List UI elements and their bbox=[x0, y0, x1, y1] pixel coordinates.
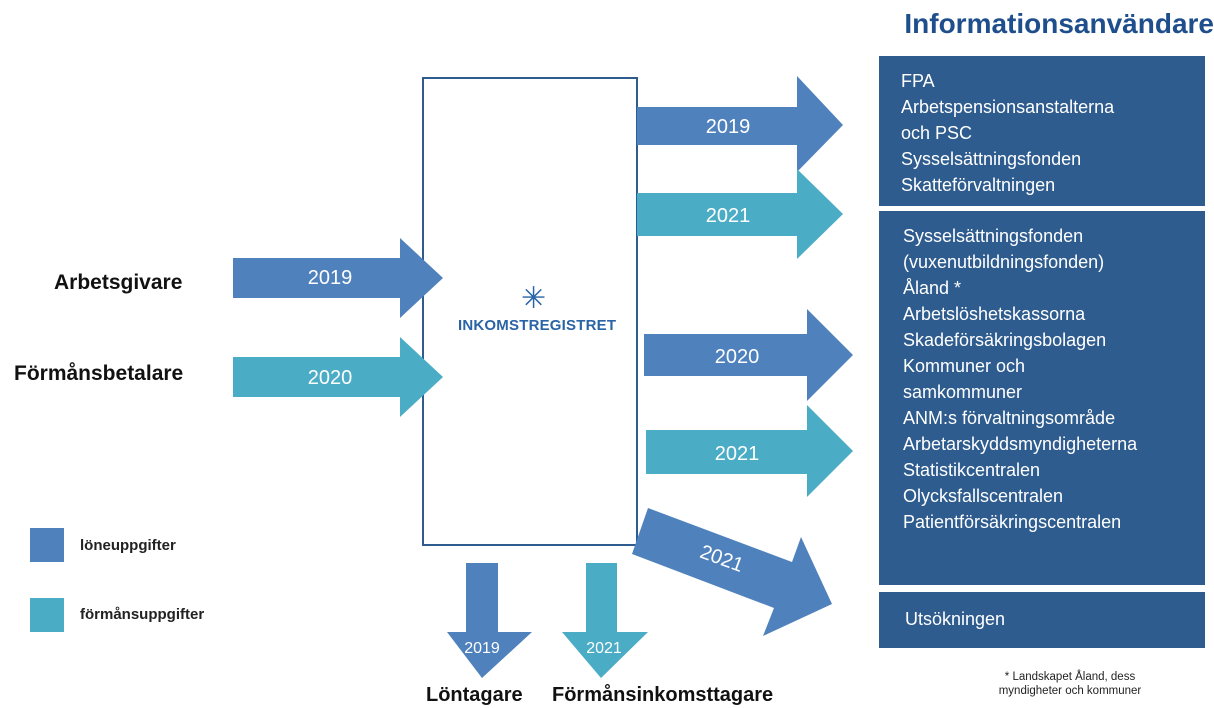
recipient-label: Förmånsinkomsttagare bbox=[552, 684, 774, 706]
down-arrow-salary: 2019 bbox=[447, 563, 532, 678]
recipient-item: Arbetslöshetskassorna bbox=[903, 304, 1086, 324]
asterisk-icon: ✳ bbox=[521, 282, 547, 315]
recipient-item: Statistikcentralen bbox=[903, 460, 1041, 480]
recipient-item: Utsökningen bbox=[905, 609, 1006, 629]
recipient-item: Kommuner och bbox=[903, 356, 1026, 376]
page-title: Informationsanvändare bbox=[904, 8, 1214, 39]
register-box bbox=[422, 77, 638, 546]
recipient-item: Skadeförsäkringsbolagen bbox=[903, 330, 1107, 350]
outgoing-arrow-salary: 2020 bbox=[644, 309, 853, 401]
recipient-item: ANM:s förvaltningsområde bbox=[903, 408, 1116, 428]
down-arrow-benefit: 2021 bbox=[562, 563, 648, 678]
register-logo-text: INKOMSTREGISTRET bbox=[458, 317, 617, 334]
recipient-item: Sysselsättningsfonden bbox=[901, 149, 1082, 169]
recipient-item: Sysselsättningsfonden bbox=[903, 226, 1084, 246]
down-year-label: 2021 bbox=[586, 640, 622, 657]
incoming-arrow-benefit: 2020 bbox=[233, 337, 443, 417]
outgoing-arrow-salary: 2019 bbox=[637, 76, 843, 172]
footnote: * Landskapet Åland, dess myndigheter och… bbox=[960, 670, 1180, 698]
recipient-item: Patientförsäkringscentralen bbox=[903, 512, 1122, 532]
outgoing-arrow-benefit: 2021 bbox=[646, 405, 853, 497]
recipient-item: samkommuner bbox=[903, 382, 1023, 402]
legend-swatch-salary bbox=[30, 528, 64, 562]
recipient-item: Skatteförvaltningen bbox=[901, 175, 1056, 195]
recipient-label: Löntagare bbox=[426, 684, 523, 706]
incoming-arrow-salary: 2019 bbox=[233, 238, 443, 318]
outgoing-year-label: 2020 bbox=[715, 346, 760, 368]
recipient-item: och PSC bbox=[901, 123, 973, 143]
legend-label: förmånsuppgifter bbox=[80, 606, 205, 623]
outgoing-year-label: 2021 bbox=[715, 443, 760, 465]
recipient-item: Arbetspensionsanstalterna bbox=[901, 97, 1115, 117]
outgoing-arrow-benefit: 2021 bbox=[637, 169, 843, 259]
outgoing-year-label: 2019 bbox=[706, 116, 751, 138]
down-year-label: 2019 bbox=[464, 640, 500, 657]
recipient-panel: Utsökningen bbox=[879, 592, 1205, 648]
outgoing-arrow-salary-diagonal: 2021 bbox=[632, 508, 832, 636]
recipient-item: FPA bbox=[901, 71, 935, 91]
recipient-item: Åland * bbox=[903, 278, 962, 298]
recipient-panel: Sysselsättningsfonden (vuxenutbildningsf… bbox=[879, 211, 1205, 585]
footnote-line: myndigheter och kommuner bbox=[998, 685, 1142, 697]
legend-label: löneuppgifter bbox=[80, 537, 176, 554]
recipient-item: Olycksfallscentralen bbox=[903, 486, 1064, 506]
incoming-year-label: 2020 bbox=[308, 367, 353, 389]
incoming-year-label: 2019 bbox=[308, 267, 353, 289]
recipient-panel: FPA Arbetspensionsanstalterna och PSC Sy… bbox=[879, 56, 1205, 206]
footnote-line: * Landskapet Åland, dess bbox=[1004, 671, 1136, 683]
legend-swatch-benefit bbox=[30, 598, 64, 632]
source-label: Arbetsgivare bbox=[54, 271, 183, 294]
recipient-item: Arbetarskyddsmyndigheterna bbox=[903, 434, 1138, 454]
recipient-item: (vuxenutbildningsfonden) bbox=[903, 252, 1105, 272]
source-label: Förmånsbetalare bbox=[14, 362, 184, 385]
outgoing-year-label: 2021 bbox=[706, 205, 751, 227]
